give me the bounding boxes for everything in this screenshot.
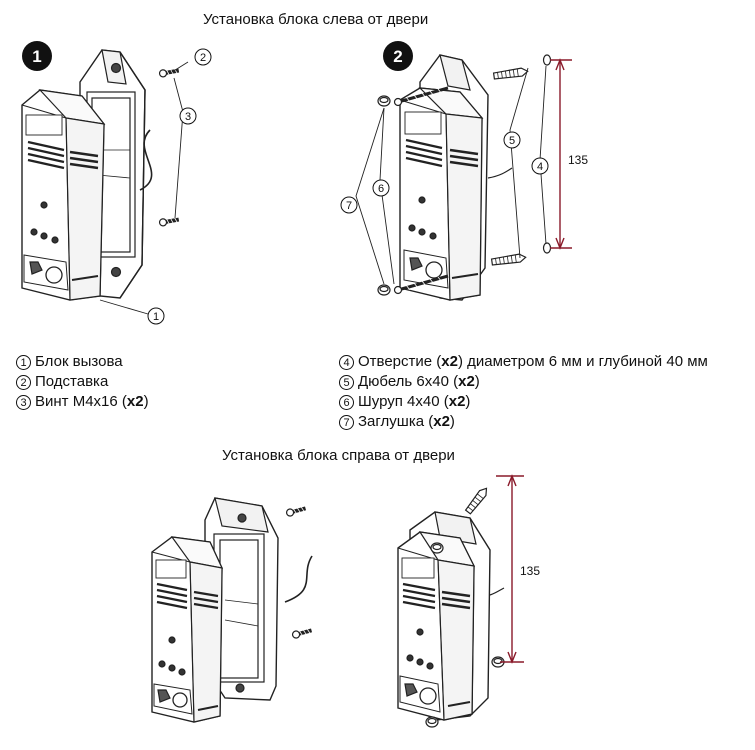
- legend-quantity: x2: [126, 393, 144, 410]
- legend-text-after: ): [449, 413, 455, 430]
- legend-text-after: ): [143, 393, 149, 410]
- legend-num: 1: [16, 354, 31, 370]
- legend-text: Шуруп 4х40 (: [358, 393, 449, 410]
- mounted-unit-2: [399, 54, 513, 301]
- legend-text-after: ): [465, 393, 471, 410]
- step1-diagram: [21, 49, 189, 315]
- title-left-install: Установка блока слева от двери: [203, 11, 429, 28]
- legend-num: 3: [16, 394, 31, 410]
- legend-text: Заглушка (: [358, 413, 434, 430]
- call-unit-1: [21, 89, 106, 301]
- legend-quantity: x2: [441, 353, 458, 370]
- legend-quantity: x2: [433, 413, 450, 430]
- legend-text: Винт М4х16 (: [35, 393, 127, 410]
- right-exploded-diagram: [151, 497, 315, 723]
- legend-text-after: ) диаметром 6 мм и глубиной 40 мм: [457, 353, 708, 370]
- legend-text: Блок вызова: [35, 353, 123, 370]
- legend-num: 7: [339, 414, 354, 430]
- call-unit-3: [151, 536, 224, 723]
- legend-num: 6: [339, 394, 354, 410]
- mounting-plate-3: [204, 497, 313, 701]
- legend-text: Отверстие (: [358, 353, 442, 370]
- legend-text: Дюбель 6х40 (: [358, 373, 459, 390]
- legend-quantity: x2: [448, 393, 466, 410]
- legend-num: 2: [16, 374, 31, 390]
- step2-diagram: [355, 54, 572, 301]
- legend-text-after: ): [474, 373, 480, 390]
- legend-num: 4: [339, 354, 354, 370]
- legend-quantity: x2: [458, 373, 475, 390]
- right-mounted-diagram: [397, 474, 524, 728]
- legend-num: 5: [339, 374, 354, 390]
- legend-text: Подставка: [35, 373, 109, 390]
- title-right-install: Установка блока справа от двери: [222, 447, 455, 464]
